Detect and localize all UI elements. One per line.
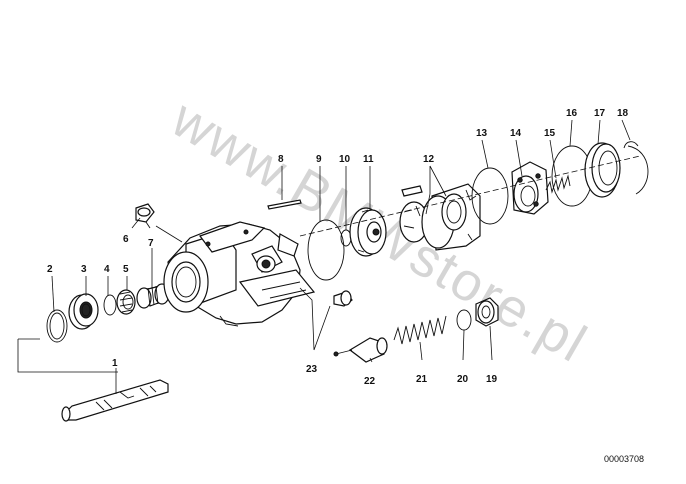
callout-21: 21 bbox=[416, 374, 428, 385]
part-rotor-disc bbox=[349, 207, 387, 257]
part-circlip bbox=[623, 141, 649, 195]
callout-numbers: 1 2 3 4 5 6 7 8 9 10 11 12 13 14 15 16 1… bbox=[47, 108, 629, 387]
callout-15: 15 bbox=[544, 128, 556, 139]
callout-1: 1 bbox=[112, 358, 118, 369]
part-snap-ring bbox=[46, 309, 68, 343]
part-long-spring bbox=[393, 315, 447, 345]
callout-6: 6 bbox=[123, 234, 129, 245]
part-o-ring-13 bbox=[471, 167, 509, 225]
part-input-shaft bbox=[61, 379, 169, 422]
bracket-line bbox=[17, 338, 118, 373]
callout-11: 11 bbox=[363, 154, 374, 165]
part-end-cover bbox=[584, 142, 621, 198]
callout-4: 4 bbox=[104, 264, 110, 275]
part-seal bbox=[68, 293, 99, 330]
diagram-code: 00003708 bbox=[604, 454, 644, 464]
part-ring-small bbox=[103, 294, 117, 316]
part-pin bbox=[267, 199, 302, 210]
callout-17: 17 bbox=[594, 108, 606, 119]
part-small-spring bbox=[545, 174, 571, 194]
part-cover-plate bbox=[511, 161, 549, 215]
part-bleed-screw bbox=[135, 203, 155, 229]
part-fitting-screw bbox=[333, 290, 353, 307]
part-pump-ring bbox=[399, 183, 481, 251]
part-steering-housing bbox=[163, 221, 316, 327]
part-plug-screw bbox=[475, 297, 499, 327]
callout-12: 12 bbox=[423, 154, 435, 165]
callout-14: 14 bbox=[510, 128, 522, 139]
part-bearing-cage bbox=[136, 283, 170, 309]
part-large-o-ring bbox=[307, 219, 345, 281]
callout-2: 2 bbox=[47, 264, 53, 275]
part-valve-piston bbox=[333, 337, 388, 363]
callout-20: 20 bbox=[457, 374, 469, 385]
callout-23: 23 bbox=[306, 364, 318, 375]
leader-lines bbox=[51, 119, 631, 394]
callout-13: 13 bbox=[476, 128, 488, 139]
callout-22: 22 bbox=[364, 376, 376, 387]
part-needle-bearing bbox=[116, 289, 136, 315]
callout-8: 8 bbox=[278, 154, 284, 165]
callout-3: 3 bbox=[81, 264, 87, 275]
callout-18: 18 bbox=[617, 108, 629, 119]
callout-5: 5 bbox=[123, 264, 129, 275]
callout-9: 9 bbox=[316, 154, 322, 165]
callout-16: 16 bbox=[566, 108, 578, 119]
assembly-axis-line bbox=[299, 155, 641, 237]
callout-10: 10 bbox=[339, 154, 351, 165]
callout-19: 19 bbox=[486, 374, 498, 385]
callout-7: 7 bbox=[148, 238, 154, 249]
